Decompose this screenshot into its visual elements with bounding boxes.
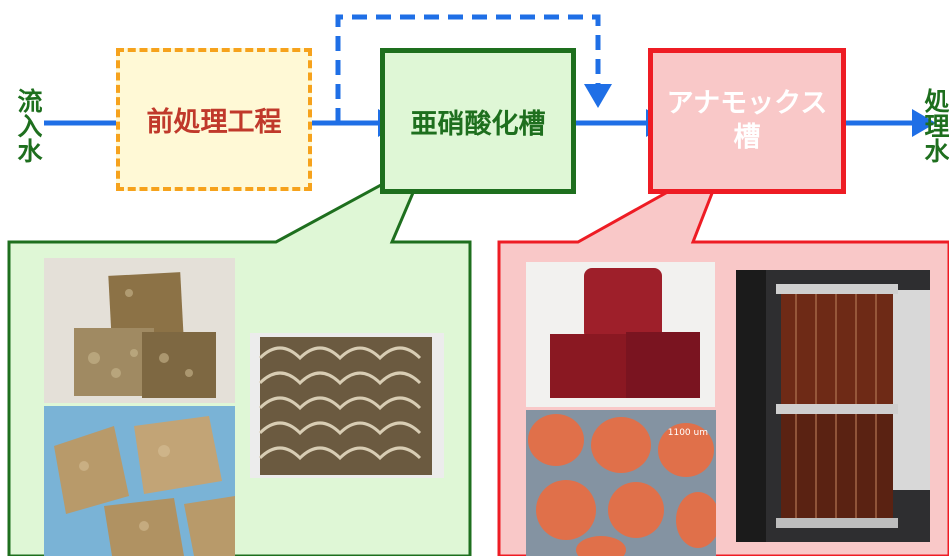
anammox-reactor-graphic [736,270,930,542]
anammox-label: アナモックス槽 [666,88,828,153]
red-gel-cubes-graphic [526,262,715,407]
inflow-label: 流入水 [14,87,43,163]
brown-sponge-cubes-photo [44,258,235,403]
outflow-arrowhead [912,109,936,137]
sponge-carriers-closeup-photo [44,406,235,556]
brown-sponge-cubes-graphic [44,258,235,403]
nitritation-label: 亜硝酸化槽 [410,108,546,140]
honeycomb-carrier-graphic [250,333,444,478]
anammox-reactor-photo [736,270,930,542]
red-granules-closeup-photo: 1100 um [526,410,716,556]
scale-bar-label: 1100 um [667,428,708,438]
bypass-arrowhead [584,84,612,108]
outflow-label: 処理水 [921,87,949,163]
nitritation-box: 亜硝酸化槽 [380,48,576,194]
bypass-dashed-line [335,14,601,123]
red-gel-cubes-photo [526,262,715,407]
pretreatment-box: 前処理工程 [116,48,312,191]
red-granules-graphic [526,410,716,556]
anammox-box: アナモックス槽 [648,48,846,194]
pretreatment-label: 前処理工程 [146,107,282,138]
honeycomb-carrier-photo [250,333,444,478]
sponge-carriers-graphic [44,406,235,556]
